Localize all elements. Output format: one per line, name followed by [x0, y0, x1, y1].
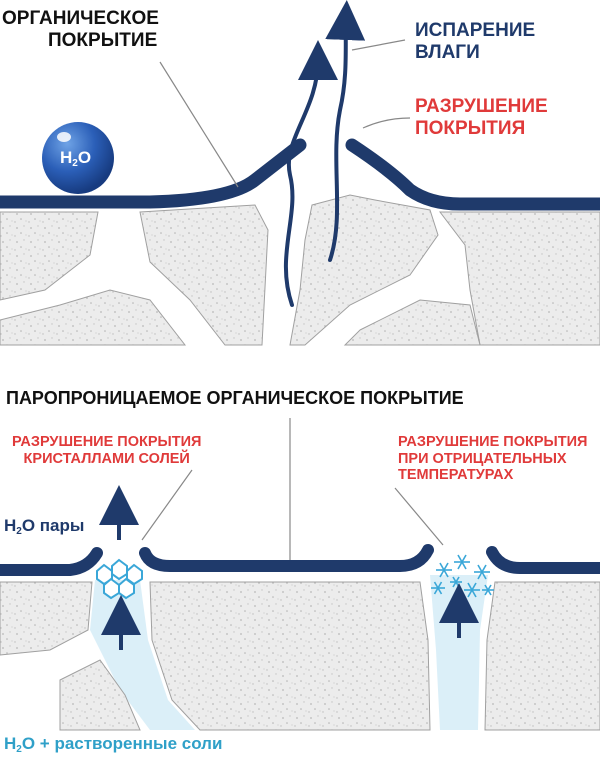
stone-top-left-low	[0, 289, 187, 346]
evaporation-label-line1: ИСПАРЕНИЕ	[415, 20, 536, 41]
coating-label-line1: ОРГАНИЧЕСКОЕ	[2, 8, 159, 29]
destruction-pointer	[362, 117, 411, 129]
top-coating-left	[0, 138, 307, 209]
bottom-coating-left	[0, 547, 103, 576]
evaporation-pointer	[351, 39, 406, 51]
destruction-label: РАЗРУШЕНИЕ ПОКРЫТИЯ	[415, 96, 548, 140]
salt-pointer	[141, 469, 193, 541]
solution-h: H	[4, 734, 17, 753]
stone-top-mid-right	[289, 194, 439, 346]
solution-label: H2O + растворенные соли	[4, 734, 222, 756]
frost-label-line3: ТЕМПЕРАТУРАХ	[398, 467, 514, 484]
solution-sub: 2	[16, 744, 22, 755]
vapor-h: H	[4, 516, 17, 535]
salt-crystals	[96, 558, 143, 600]
stone-top-left	[0, 211, 99, 301]
evaporation-label-line2: ВЛАГИ	[415, 41, 480, 63]
bottom-section	[0, 418, 600, 731]
top-section	[0, 0, 600, 346]
salt-label-line1: РАЗРУШЕНИЕ ПОКРЫТИЯ	[12, 434, 202, 450]
droplet-sub: 2	[72, 158, 78, 169]
salt-label-line2: КРИСТАЛЛАМИ СОЛЕЙ	[23, 450, 190, 467]
solution-rest: O + растворенные соли	[21, 734, 223, 753]
evaporation-line-1	[283, 40, 338, 307]
frost-pointer	[394, 487, 444, 546]
frost-label: РАЗРУШЕНИЕ ПОКРЫТИЯ ПРИ ОТРИЦАТЕЛЬНЫХ ТЕ…	[398, 434, 587, 484]
stone-top-mid-left	[139, 204, 269, 346]
bottom-title: ПАРОПРОНИЦАЕМОЕ ОРГАНИЧЕСКОЕ ПОКРЫТИЕ	[6, 388, 464, 408]
stone-bottom-mid	[149, 581, 431, 731]
vapor-rest: O пары	[21, 516, 85, 535]
destruction-label-line2: ПОКРЫТИЯ	[415, 117, 526, 139]
top-coating-right	[345, 138, 600, 211]
bottom-coating-mid	[139, 544, 434, 572]
coating-label: ОРГАНИЧЕСКОЕ ПОКРЫТИЕ	[2, 8, 159, 52]
bottom-coating-right	[486, 546, 600, 574]
stone-bottom-left-low	[59, 659, 141, 731]
stone-bottom-right	[484, 581, 600, 731]
coating-pointer	[159, 61, 239, 188]
stone-bottom-left	[0, 581, 93, 656]
frost-label-line2: ПРИ ОТРИЦАТЕЛЬНЫХ	[398, 450, 567, 467]
droplet-label: H2O	[60, 148, 91, 170]
coating-label-line2: ПОКРЫТИЕ	[48, 29, 158, 51]
frost-label-line1: РАЗРУШЕНИЕ ПОКРЫТИЯ	[398, 434, 588, 450]
droplet-highlight	[57, 132, 71, 142]
droplet-h: H	[60, 148, 73, 167]
stone-top-right-low	[343, 299, 481, 346]
frost-water-channel	[430, 575, 488, 730]
destruction-label-line1: РАЗРУШЕНИЕ	[415, 96, 548, 117]
evaporation-line-2	[325, 0, 366, 262]
vapor-sub: 2	[16, 526, 22, 537]
evaporation-label: ИСПАРЕНИЕ ВЛАГИ	[415, 20, 535, 64]
vapor-label: H2O пары	[4, 516, 84, 538]
droplet-o: O	[77, 148, 92, 167]
salt-label: РАЗРУШЕНИЕ ПОКРЫТИЯ КРИСТАЛЛАМИ СОЛЕЙ	[12, 434, 201, 467]
